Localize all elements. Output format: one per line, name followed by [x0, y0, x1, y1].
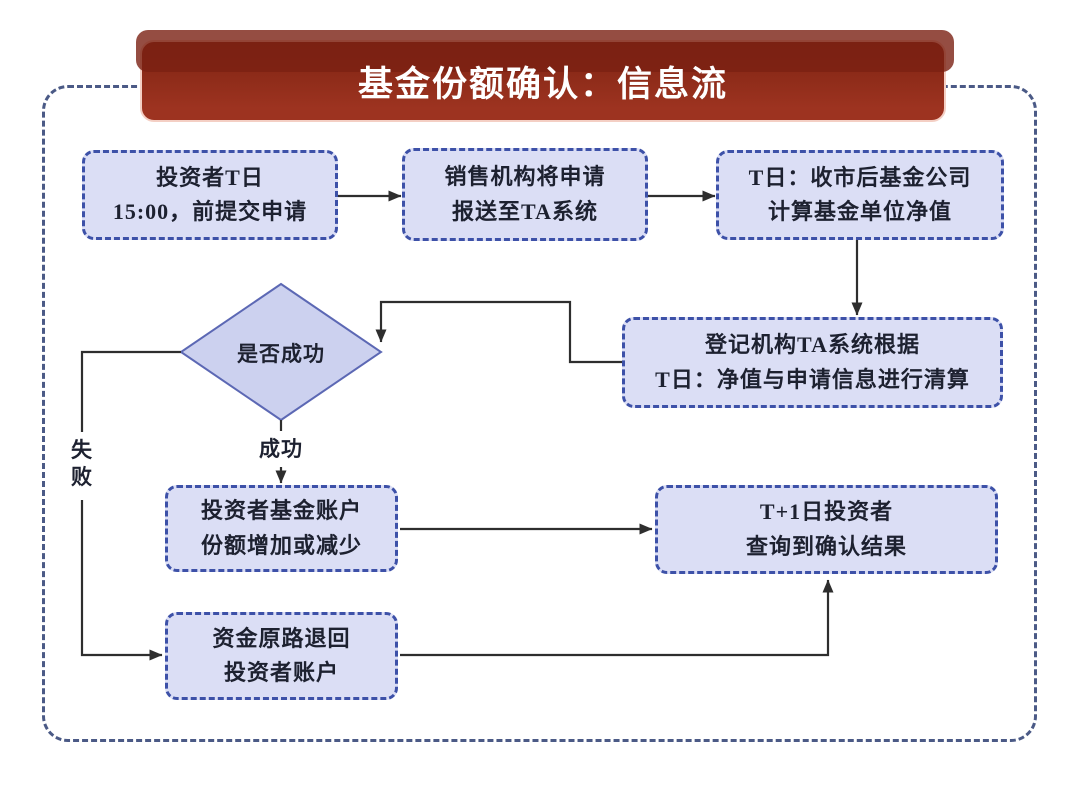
node-text-line: 计算基金单位净值 — [767, 199, 952, 224]
node-refund: 资金原路退回 投资者账户 — [165, 612, 398, 700]
node-text-line: 投资者账户 — [223, 660, 339, 685]
title-banner: 基金份额确认：信息流 — [136, 30, 954, 122]
node-account-change: 投资者基金账户 份额增加或减少 — [165, 485, 398, 572]
node-text-line: 资金原路退回 — [212, 625, 351, 651]
node-investor-submit: 投资者T日 15:00，前提交申请 — [82, 150, 338, 240]
node-sales-agency: 销售机构将申请 报送至TA系统 — [402, 148, 648, 241]
node-text-line: 报送至TA系统 — [452, 198, 598, 224]
node-text-line: T日：净值与申请信息进行清算 — [655, 366, 970, 392]
node-text-line: 投资者基金账户 — [200, 498, 362, 524]
node-text-line: 份额增加或减少 — [200, 532, 362, 558]
node-text-line: 15:00，前提交申请 — [112, 199, 308, 224]
edge-label-success: 成功 — [246, 433, 316, 463]
decision-label: 是否成功 — [237, 342, 325, 366]
node-text-line: 登记机构TA系统根据 — [705, 332, 920, 358]
node-text-line: T+1日投资者 — [759, 499, 894, 525]
node-ta-clearing: 登记机构TA系统根据 T日：净值与申请信息进行清算 — [622, 317, 1003, 408]
edge-label-fail: 失败 — [68, 437, 96, 492]
node-text-line: 查询到确认结果 — [745, 533, 907, 559]
node-query-result: T+1日投资者 查询到确认结果 — [655, 485, 998, 574]
node-text-line: T日：收市后基金公司 — [748, 164, 972, 190]
node-text-line: 投资者T日 — [156, 164, 264, 190]
node-fund-company: T日：收市后基金公司 计算基金单位净值 — [716, 150, 1004, 240]
page-title: 基金份额确认：信息流 — [357, 64, 728, 104]
node-text-line: 销售机构将申请 — [444, 164, 606, 190]
